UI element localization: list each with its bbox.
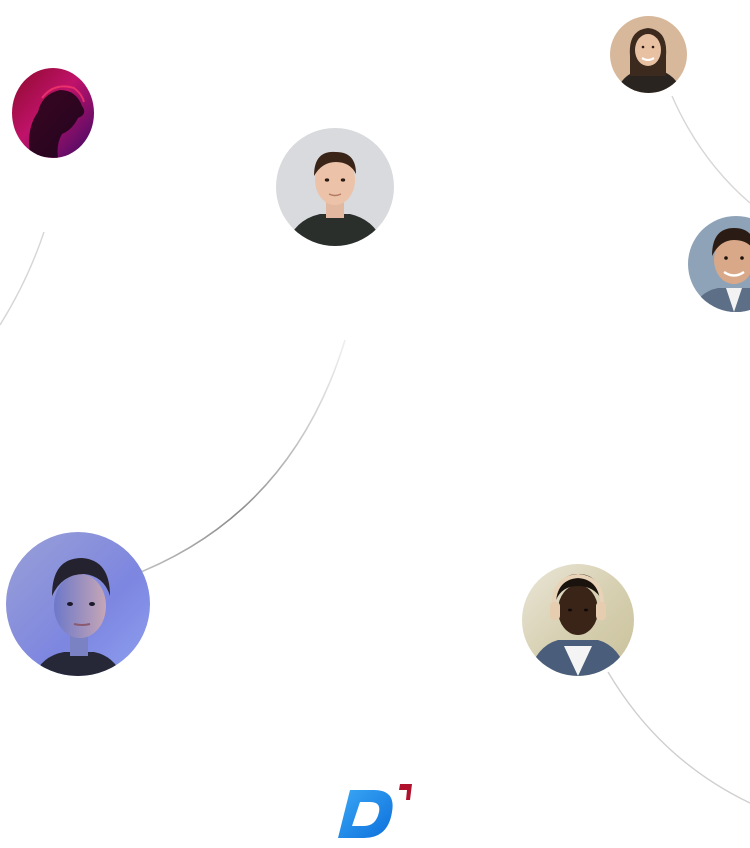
curve-bottom-right — [607, 671, 750, 804]
logo-d-mark — [338, 790, 393, 838]
curve-left-top — [0, 231, 45, 326]
avatar-woman-blue-light — [6, 532, 150, 676]
avatar-man-dark-shirt — [276, 128, 394, 246]
brand-logo — [336, 782, 416, 842]
avatar-man-headphones — [522, 564, 634, 676]
logo-accent-mark — [399, 784, 412, 800]
avatar-red-silhouette — [12, 68, 94, 158]
avatar-woman-smiling — [610, 16, 687, 93]
curve-top-right — [671, 95, 750, 204]
